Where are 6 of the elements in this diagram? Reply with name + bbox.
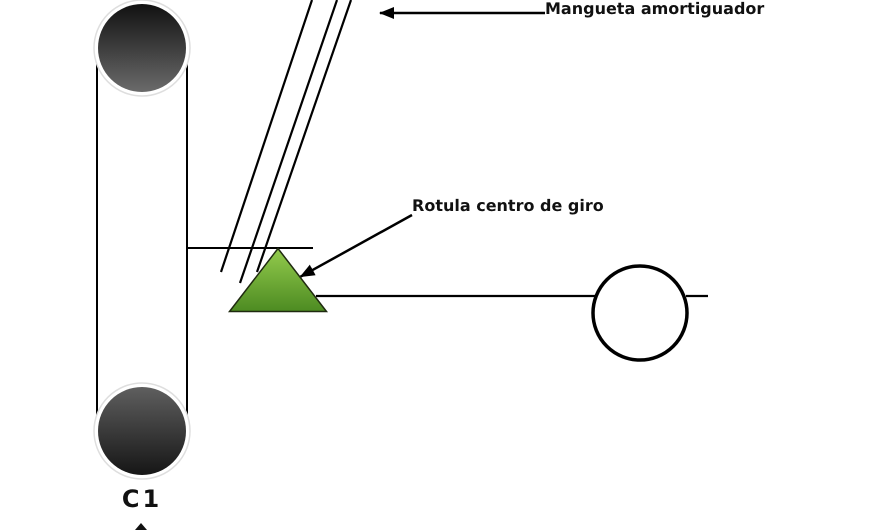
leader-arrow: [379, 7, 545, 19]
pivot-triangle: [228, 247, 328, 313]
part-label: C1: [120, 485, 164, 513]
leader-arrow: [300, 214, 413, 278]
callout-text: Rotula centro de giro: [412, 197, 604, 215]
callout-text: Mangueta amortiguador: [545, 0, 764, 18]
